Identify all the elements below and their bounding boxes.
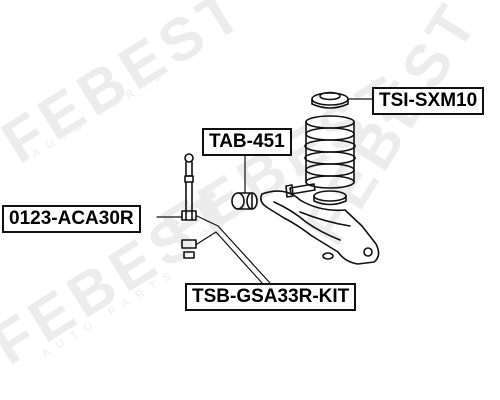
spring-lower-seat — [313, 190, 347, 206]
arm-bolt — [285, 183, 316, 198]
leader-lines — [156, 98, 373, 284]
arm-bushing — [231, 192, 258, 210]
stabilizer-link — [184, 153, 194, 221]
stabilizer-bushings — [181, 210, 197, 259]
callout-arm-bushing: TAB-451 — [202, 128, 292, 156]
callout-spring-pad: TSI-SXM10 — [372, 87, 485, 115]
lower-control-arm — [260, 190, 380, 265]
callout-stabilizer-link: 0123-ACA30R — [2, 205, 141, 233]
coil-spring — [304, 115, 356, 189]
callout-stabilizer-bushing-kit: TSB-GSA33R-KIT — [185, 283, 357, 311]
spring-upper-pad — [311, 91, 349, 109]
